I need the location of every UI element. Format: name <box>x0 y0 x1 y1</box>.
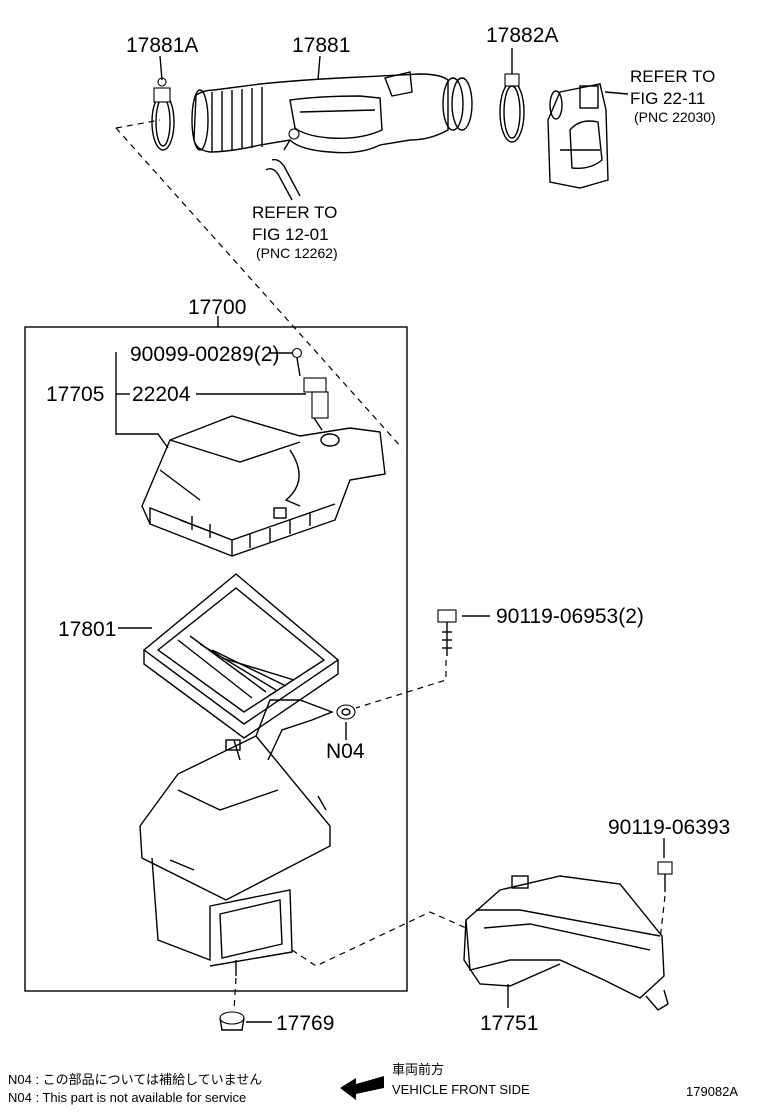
label-17881a: 17881A <box>126 34 198 57</box>
front-arrow-icon <box>340 1076 384 1100</box>
ref-fig22-line2: FIG 22-11 <box>630 89 705 108</box>
air-cleaner-cap-drawing <box>141 415 386 557</box>
air-filter-drawing <box>142 573 340 739</box>
label-17882a: 17882A <box>486 24 558 47</box>
leader-fig22 <box>604 91 629 95</box>
label-90119-06953: 90119-06953(2) <box>496 605 644 628</box>
screw-sensor-drawing <box>291 347 329 431</box>
label-17769: 17769 <box>276 1012 334 1035</box>
hose-clamp-drawing <box>151 77 175 151</box>
label-90099-00289: 90099-00289(2) <box>130 343 279 366</box>
bolt-grommet-drawing <box>336 609 457 720</box>
clip-17769-drawing <box>219 1011 245 1031</box>
assembly-box-17700 <box>24 326 408 992</box>
label-n04: N04 <box>326 740 365 763</box>
direction-en: VEHICLE FRONT SIDE <box>392 1082 530 1097</box>
intake-hose-drawing <box>191 71 473 154</box>
ref-fig12-pnc: (PNC 12262) <box>256 245 338 261</box>
air-duct-drawing <box>463 861 673 1011</box>
note-n04-jp: N04 : この部品については補給していません <box>8 1072 262 1087</box>
label-17801: 17801 <box>58 618 116 641</box>
label-17700: 17700 <box>188 296 246 319</box>
throttle-body-drawing <box>547 83 609 189</box>
leader-17881 <box>317 55 321 81</box>
label-17751: 17751 <box>480 1012 538 1035</box>
direction-jp: 車両前方 <box>392 1062 444 1077</box>
ref-fig22-line1: REFER TO <box>630 67 715 86</box>
ref-fig12-line1: REFER TO <box>252 203 337 222</box>
ref-fig12-line2: FIG 12-01 <box>252 225 329 244</box>
ref-fig22-pnc: (PNC 22030) <box>634 109 716 125</box>
hose-clamp-2-drawing <box>499 73 525 143</box>
air-cleaner-case-drawing <box>139 699 334 976</box>
label-17881: 17881 <box>292 34 350 57</box>
label-22204: 22204 <box>132 383 191 406</box>
label-17705: 17705 <box>46 383 104 406</box>
leader-17881a <box>159 55 163 81</box>
label-90119-06393: 90119-06393 <box>608 816 730 839</box>
bracket-17705 <box>115 352 169 449</box>
note-n04-en: N04 : This part is not available for ser… <box>8 1090 246 1105</box>
diagram-id: 179082A <box>686 1084 738 1099</box>
